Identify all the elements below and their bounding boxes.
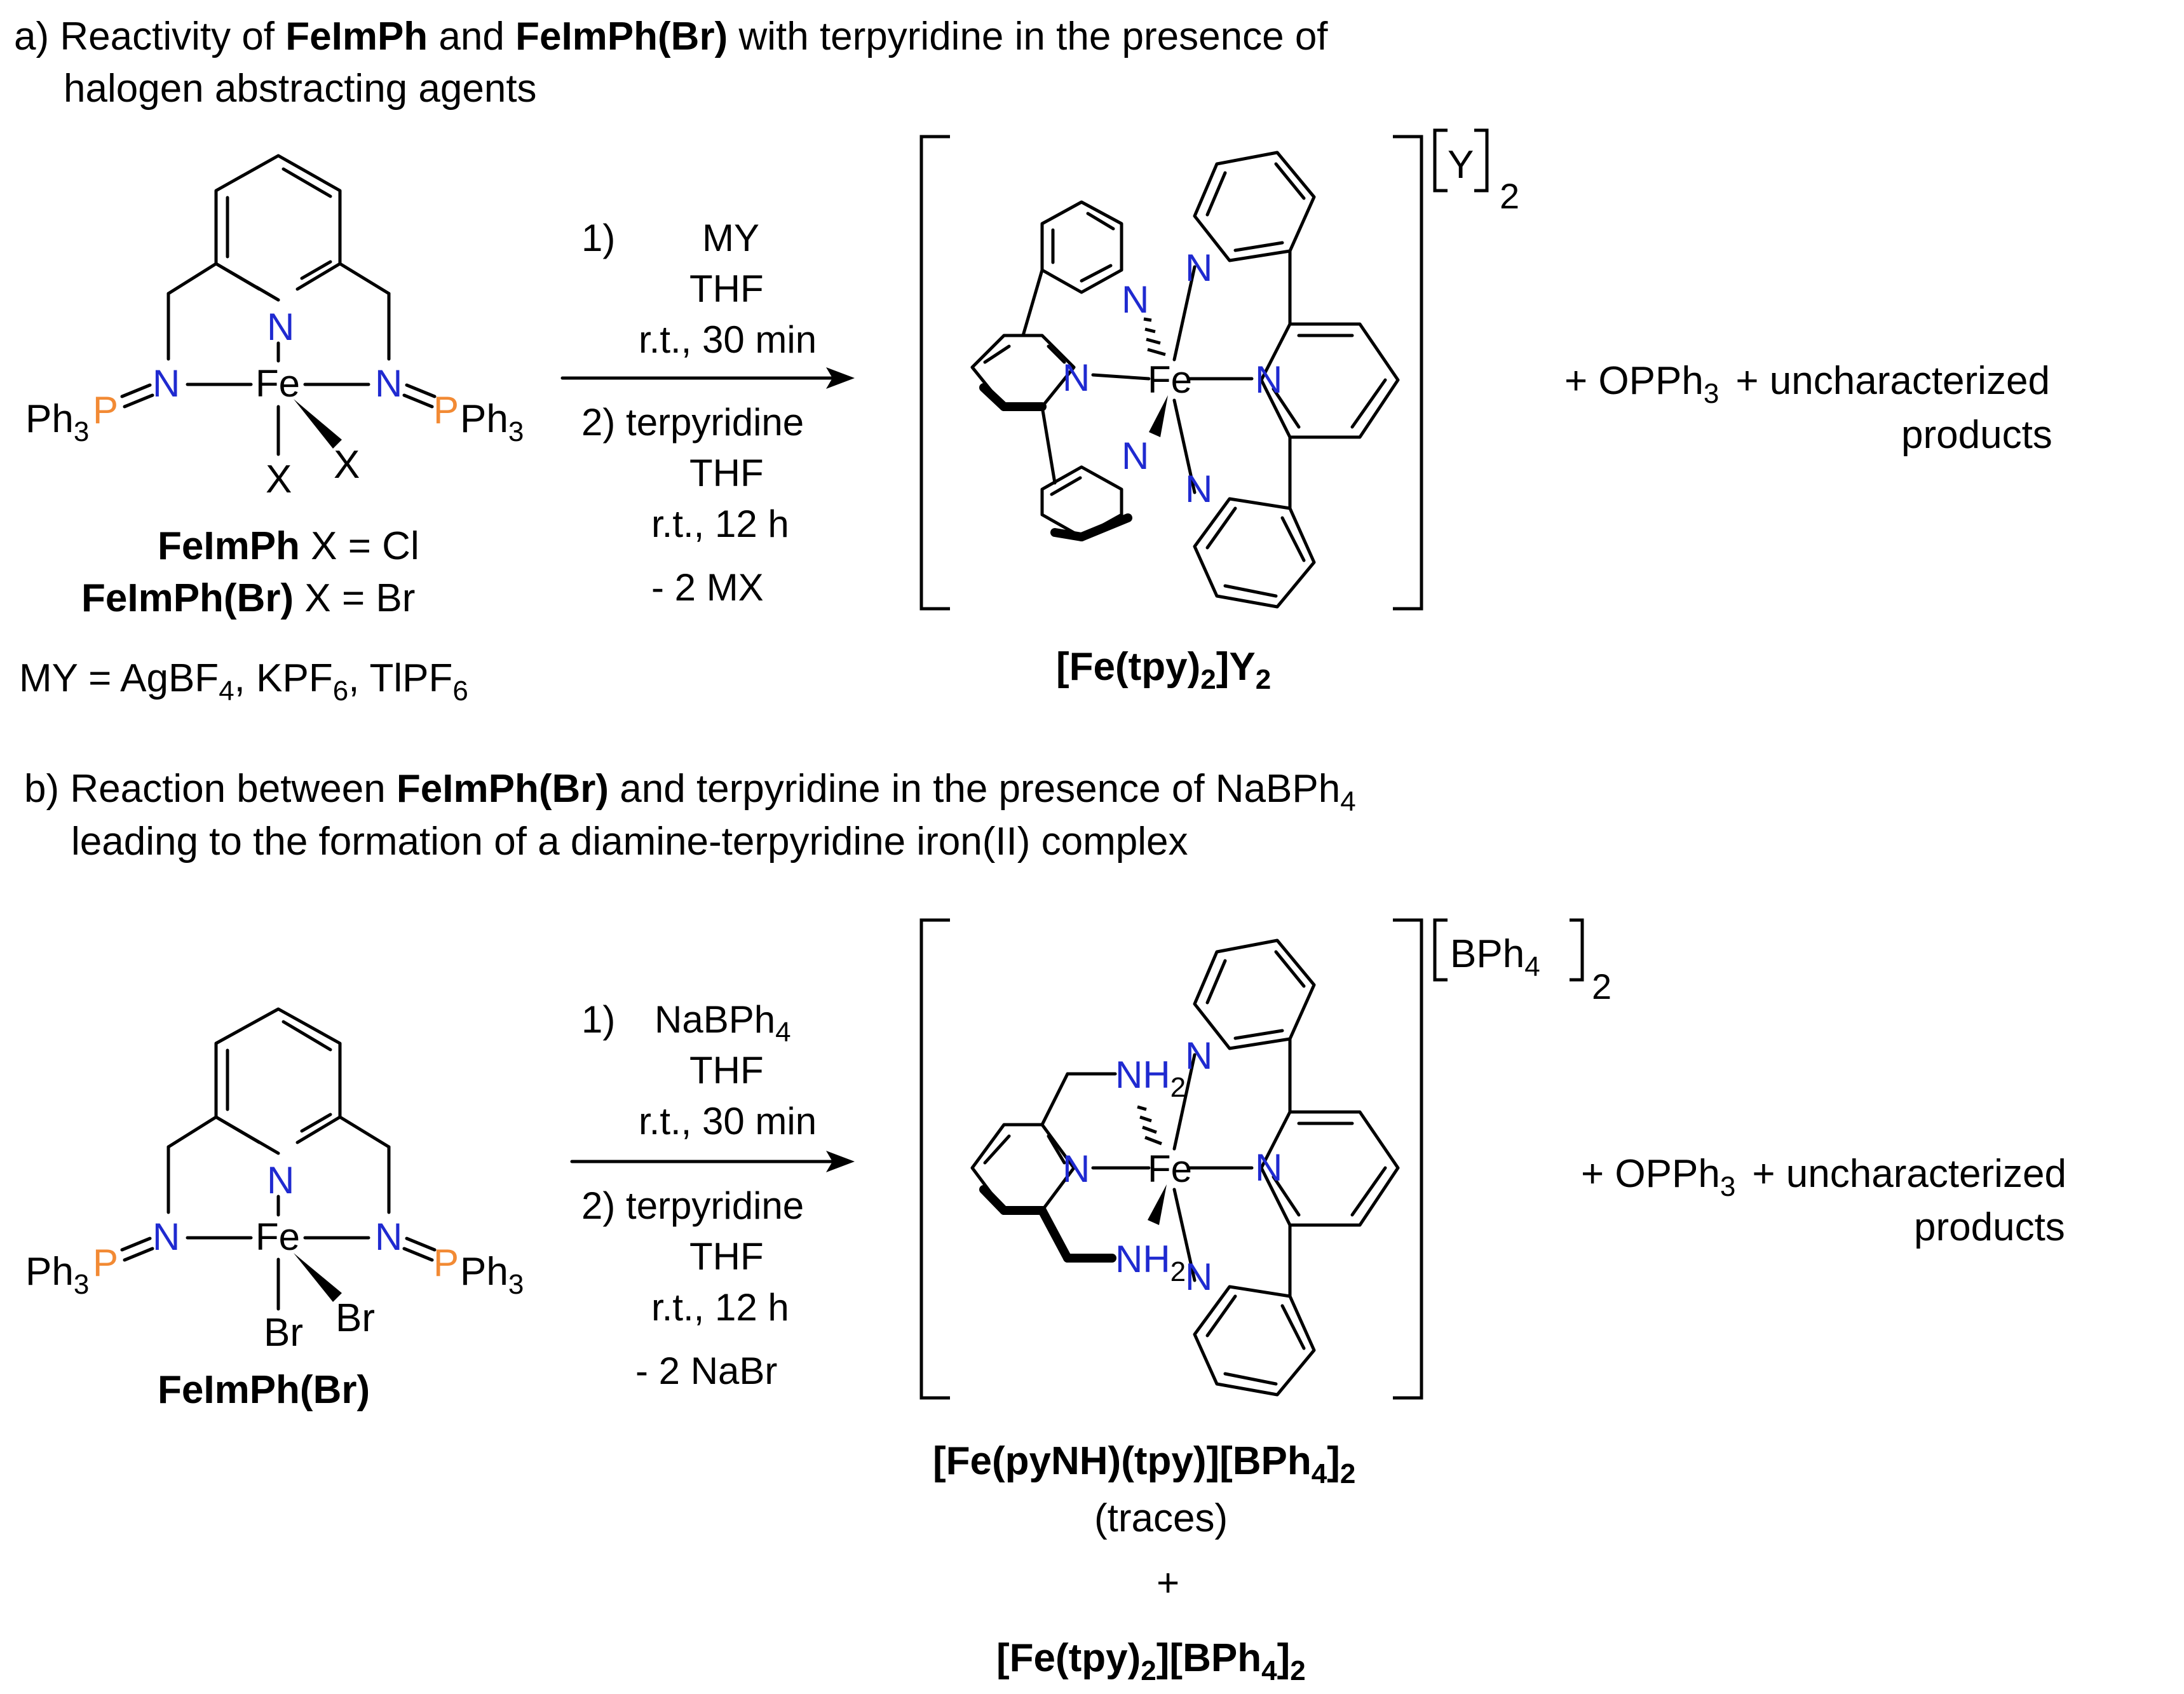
b-halide-br-wedge: Br	[336, 1296, 375, 1340]
product-a-iron: Fe	[1148, 358, 1192, 401]
phosphorus-left-label: P	[93, 389, 118, 431]
imine-n-right-label: N	[375, 362, 402, 405]
product-b-iron: Fe	[1148, 1148, 1192, 1190]
step2-solvent: THF	[689, 452, 764, 494]
b-reactant-label: FeImPh(Br)	[158, 1368, 370, 1412]
my-definition: MY = AgBF4, KPF6, TlPF6	[19, 656, 468, 707]
counterion-bph4: BPh4	[1450, 932, 1540, 982]
pyridine-n-label: N	[267, 306, 294, 348]
b-byproduct-nabr: - 2 NaBr	[635, 1350, 777, 1392]
product-a-label: [Fe(tpy)2]Y2	[1056, 645, 1271, 695]
part-a-heading: a) Reactivity of FeImPh and FeImPh(Br) w…	[14, 15, 1328, 58]
b-iron-label: Fe	[255, 1216, 300, 1258]
b-imine-n-left-label: N	[153, 1216, 180, 1258]
part-b-conditions: 1) NaBPh4 THF r.t., 30 min 2) terpyridin…	[570, 998, 855, 1392]
part-a-heading-line2: halogen abstracting agents	[64, 67, 537, 111]
product-b-traces: (traces)	[1094, 1496, 1228, 1540]
b-phosphorus-left-label: P	[93, 1242, 118, 1284]
b-step2-time: r.t., 12 h	[651, 1286, 789, 1329]
b-halide-br-bottom: Br	[264, 1311, 303, 1355]
tpy-n-upper-right: N	[1185, 247, 1212, 289]
product-b-label-1: [Fe(pyNH)(tpy)][BPh4]2	[933, 1439, 1355, 1489]
step1-solvent: THF	[689, 268, 764, 310]
part-a-conditions: 1) MY THF r.t., 30 min 2) terpyridine TH…	[560, 217, 855, 609]
ph3-left-label: Ph3	[25, 397, 89, 447]
b-ph3-left-label: Ph3	[25, 1250, 89, 1300]
tpy-n-lower-left: N	[1122, 435, 1149, 477]
reactant-label-feimph-br: FeImPh(Br) X = Br	[81, 576, 415, 620]
step1-reagent: MY	[702, 217, 759, 259]
product-b-plus: +	[1156, 1561, 1179, 1605]
ph3-right-label: Ph3	[460, 397, 524, 447]
side-products-a: + OPPh3+ uncharacterized	[1564, 359, 2050, 409]
step2-reagent: 2) terpyridine	[581, 401, 804, 444]
b-step2-reagent: 2) terpyridine	[581, 1184, 804, 1227]
nh2-upper: NH2	[1115, 1054, 1186, 1103]
part-b-heading-line2: leading to the formation of a diamine-te…	[71, 820, 1188, 864]
side-products-b: + OPPh3+ uncharacterized	[1581, 1152, 2066, 1202]
part-b-product-structure: NH2 NH2 N N N N Fe BPh4 2	[919, 918, 1611, 1400]
byproduct-mx: - 2 MX	[651, 566, 764, 609]
counterion-y-subscript: 2	[1500, 176, 1519, 216]
b-imine-n-right-label: N	[375, 1216, 402, 1258]
b-step1-number: 1)	[581, 998, 615, 1041]
nh2-lower: NH2	[1115, 1238, 1186, 1287]
step1-time: r.t., 30 min	[639, 318, 817, 361]
b-step1-time: r.t., 30 min	[639, 1100, 817, 1142]
b-step1-solvent: THF	[689, 1049, 764, 1092]
step1-number: 1)	[581, 217, 615, 259]
tpy-n-middle-left: N	[1062, 356, 1090, 399]
b-pyridine-n-label: N	[267, 1159, 294, 1202]
side-products-a-line2: products	[1901, 413, 2052, 457]
reactant-label-feimph: FeImPh X = Cl	[158, 524, 419, 568]
tpy-n-middle-right: N	[1255, 358, 1282, 401]
step2-time: r.t., 12 h	[651, 503, 789, 545]
b-phosphorus-right-label: P	[433, 1242, 459, 1284]
part-a-product-structure: N N N N N N Fe Y 2	[919, 128, 1519, 611]
b-pyridine-n-product: N	[1062, 1148, 1090, 1190]
tpy-n-lower-right: N	[1185, 468, 1212, 510]
halide-x-bottom: X	[266, 457, 292, 501]
part-a-reactant-structure: N N N Fe Ph3 P P Ph3 X X	[25, 154, 524, 501]
side-products-b-line2: products	[1914, 1205, 2065, 1249]
phosphorus-right-label: P	[433, 389, 459, 431]
b-step2-solvent: THF	[689, 1235, 764, 1278]
counterion-bph4-subscript: 2	[1592, 966, 1611, 1006]
b-tpy-n-middle: N	[1255, 1146, 1282, 1189]
part-b-reactant-structure: N N N Fe Ph3 P P Ph3 Br Br	[25, 1007, 524, 1355]
b-ph3-right-label: Ph3	[460, 1250, 524, 1300]
iron-label: Fe	[255, 362, 300, 405]
imine-n-left-label: N	[153, 362, 180, 405]
product-b-label-2: [Fe(tpy)2][BPh4]2	[996, 1636, 1306, 1686]
b-step1-reagent: NaBPh4	[655, 998, 791, 1048]
part-b-heading: b) Reaction between FeImPh(Br) and terpy…	[24, 767, 1356, 817]
halide-x-wedge: X	[334, 443, 360, 487]
b-tpy-n-lower: N	[1185, 1256, 1212, 1298]
counterion-y: Y	[1448, 143, 1474, 187]
b-tpy-n-upper: N	[1185, 1034, 1212, 1077]
tpy-n-upper-left: N	[1122, 278, 1149, 321]
